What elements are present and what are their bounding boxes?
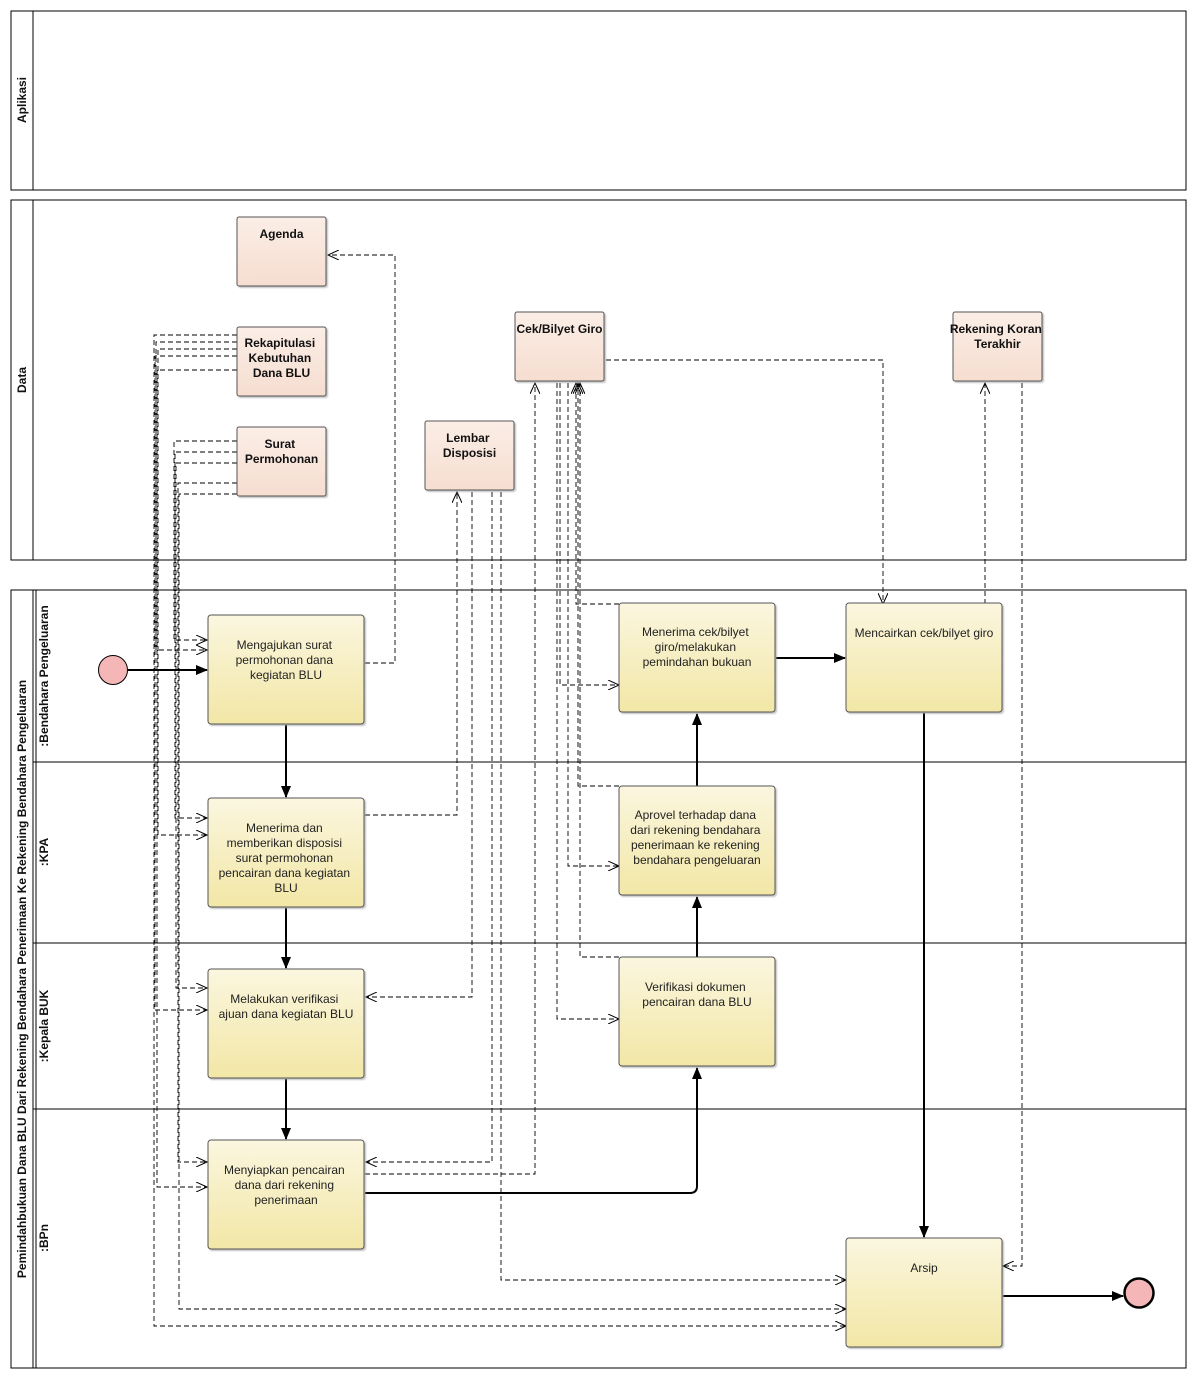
task-mengajukan-surat[interactable]: Mengajukan surat permohonan dana kegiata… (207, 614, 365, 725)
data-object-rekapitulasi[interactable]: Rekapitulasi Kebutuhan Dana BLU (236, 326, 327, 397)
task-label-line: permohonan dana (236, 653, 334, 667)
data-object-agenda[interactable]: Agenda (236, 216, 327, 287)
task-label-line: Menyiapkan pencairan (224, 1163, 345, 1177)
task-menerima-cek[interactable]: Menerima cek/bilyet giro/melakukan pemin… (618, 602, 776, 713)
svg-text:Agenda: Agenda (259, 227, 303, 241)
data-label-line: Rekening Koran (950, 322, 1042, 336)
task-label-line: Mencairkan cek/bilyet giro (855, 626, 994, 640)
data-object-lembar-disposisi[interactable]: Lembar Disposisi (424, 420, 515, 491)
task-verifikasi-dokumen[interactable]: Verifikasi dokumen pencairan dana BLU (618, 956, 776, 1067)
data-label-line: Lembar (446, 431, 490, 445)
task-label-line: kegiatan BLU (250, 668, 322, 682)
task-verifikasi-ajuan[interactable]: Melakukan verifikasi ajuan dana kegiatan… (207, 968, 365, 1079)
data-object-rekening-koran[interactable]: Rekening Koran Terakhir (950, 311, 1045, 382)
task-label-line: surat permohonan (236, 851, 333, 865)
end-event[interactable] (1123, 1277, 1155, 1309)
data-label-line: Disposisi (443, 446, 496, 460)
task-label-line: giro/melakukan (655, 640, 736, 654)
svg-text:Mengajukan surat permoho: Mengajukan surat permohonan dana kegiata… (236, 638, 337, 682)
task-label-line: pencairan dana kegiatan (219, 866, 350, 880)
task-label-line: dari rekening bendahara (630, 823, 760, 837)
svg-text:Melakukan verifikasi aju: Melakukan verifikasi ajuan dana kegiatan… (219, 992, 354, 1021)
lane-aplikasi: Aplikasi (10, 10, 1187, 191)
task-menyiapkan-pencairan[interactable]: Menyiapkan pencairan dana dari rekening … (207, 1139, 365, 1250)
task-label-line: penerimaan (254, 1193, 317, 1207)
svg-text:Menerima dan memberikan: Menerima dan memberikan disposisi surat … (219, 821, 354, 895)
svg-text:Verifikasi dokumen penca: Verifikasi dokumen pencairan dana BLU (642, 980, 751, 1009)
svg-text:Surat Permohonan: Surat Permohonan (245, 437, 318, 466)
task-menerima-disposisi[interactable]: Menerima dan memberikan disposisi surat … (207, 797, 365, 908)
task-label-line: bendahara pengeluaran (633, 853, 760, 867)
data-label-line: Permohonan (245, 452, 318, 466)
data-object-surat-permohonan[interactable]: Surat Permohonan (236, 426, 327, 497)
data-label-line: Terakhir (974, 337, 1021, 351)
task-label-line: Menerima cek/bilyet (642, 625, 749, 639)
task-label-line: pencairan dana BLU (642, 995, 751, 1009)
lane-label-aplikasi: Aplikasi (15, 77, 29, 123)
svg-text:Rekening Koran Terakhir: Rekening Koran Terakhir (950, 322, 1045, 351)
data-label-line: Kebutuhan (248, 351, 311, 365)
task-label-line: Verifikasi dokumen (645, 980, 746, 994)
task-label-line: ajuan dana kegiatan BLU (219, 1007, 354, 1021)
data-label-line: Agenda (259, 227, 303, 241)
sequence-flows (128, 653, 1124, 1301)
svg-text:Menyiapkan pencairan dan: Menyiapkan pencairan dana dari rekening … (224, 1163, 348, 1207)
data-object-cek-bilyet-giro[interactable]: Cek/Bilyet Giro (514, 311, 605, 382)
start-event[interactable] (98, 655, 128, 685)
task-label-line: Mengajukan surat (237, 638, 333, 652)
task-label-line: Aprovel terhadap dana (635, 808, 757, 822)
lane-label-kepala-buk: :Kepala BUK (37, 989, 51, 1062)
lane-label-bpn: :BPn (37, 1224, 51, 1252)
data-label-line: Rekapitulasi (244, 336, 315, 350)
task-label-line: BLU (274, 881, 297, 895)
pool-label: Pemindahbukuan Dana BLU Dari Rekening Be… (15, 680, 29, 1278)
task-label-line: penerimaan ke rekening (631, 838, 760, 852)
lane-label-kpa: :KPA (37, 837, 51, 866)
task-label-line: Menerima dan (246, 821, 323, 835)
task-mencairkan-cek[interactable]: Mencairkan cek/bilyet giro (845, 602, 1003, 713)
svg-text:Arsip: Arsip (910, 1261, 938, 1275)
task-label-line: pemindahan bukuan (643, 655, 752, 669)
data-associations (153, 255, 1023, 1326)
task-label-line: Arsip (910, 1261, 938, 1275)
task-aprovel-dana[interactable]: Aprovel terhadap dana dari rekening bend… (618, 785, 776, 896)
lane-label-data: Data (15, 367, 29, 393)
svg-text:Menerima cek/bilyet giro: Menerima cek/bilyet giro/melakukan pemin… (642, 625, 752, 669)
task-arsip[interactable]: Arsip (845, 1237, 1003, 1348)
data-label-line: Surat (264, 437, 295, 451)
task-label-line: Melakukan verifikasi (230, 992, 338, 1006)
data-label-line: Cek/Bilyet Giro (516, 322, 602, 336)
svg-text:Rekapitulasi Kebutuhan: Rekapitulasi Kebutuhan Dana BLU (244, 336, 318, 380)
pool-pemindahbukuan: Pemindahbukuan Dana BLU Dari Rekening Be… (10, 589, 1187, 1369)
lane-label-bendahara: :Bendahara Pengeluaran (37, 605, 51, 746)
task-label-line: dana dari rekening (235, 1178, 334, 1192)
svg-text:Cek/Bilyet Giro: Cek/Bilyet Giro (516, 322, 602, 336)
svg-text:Mencairkan cek/bilyet giro: Mencairkan cek/bilyet giro (855, 626, 994, 640)
task-label-line: memberikan disposisi (227, 836, 342, 850)
svg-text:Lembar Disposisi: Lembar Disposisi (443, 431, 496, 460)
data-label-line: Dana BLU (253, 366, 310, 380)
svg-text:Aprovel terhadap dana da: Aprovel terhadap dana dari rekening bend… (630, 808, 763, 867)
